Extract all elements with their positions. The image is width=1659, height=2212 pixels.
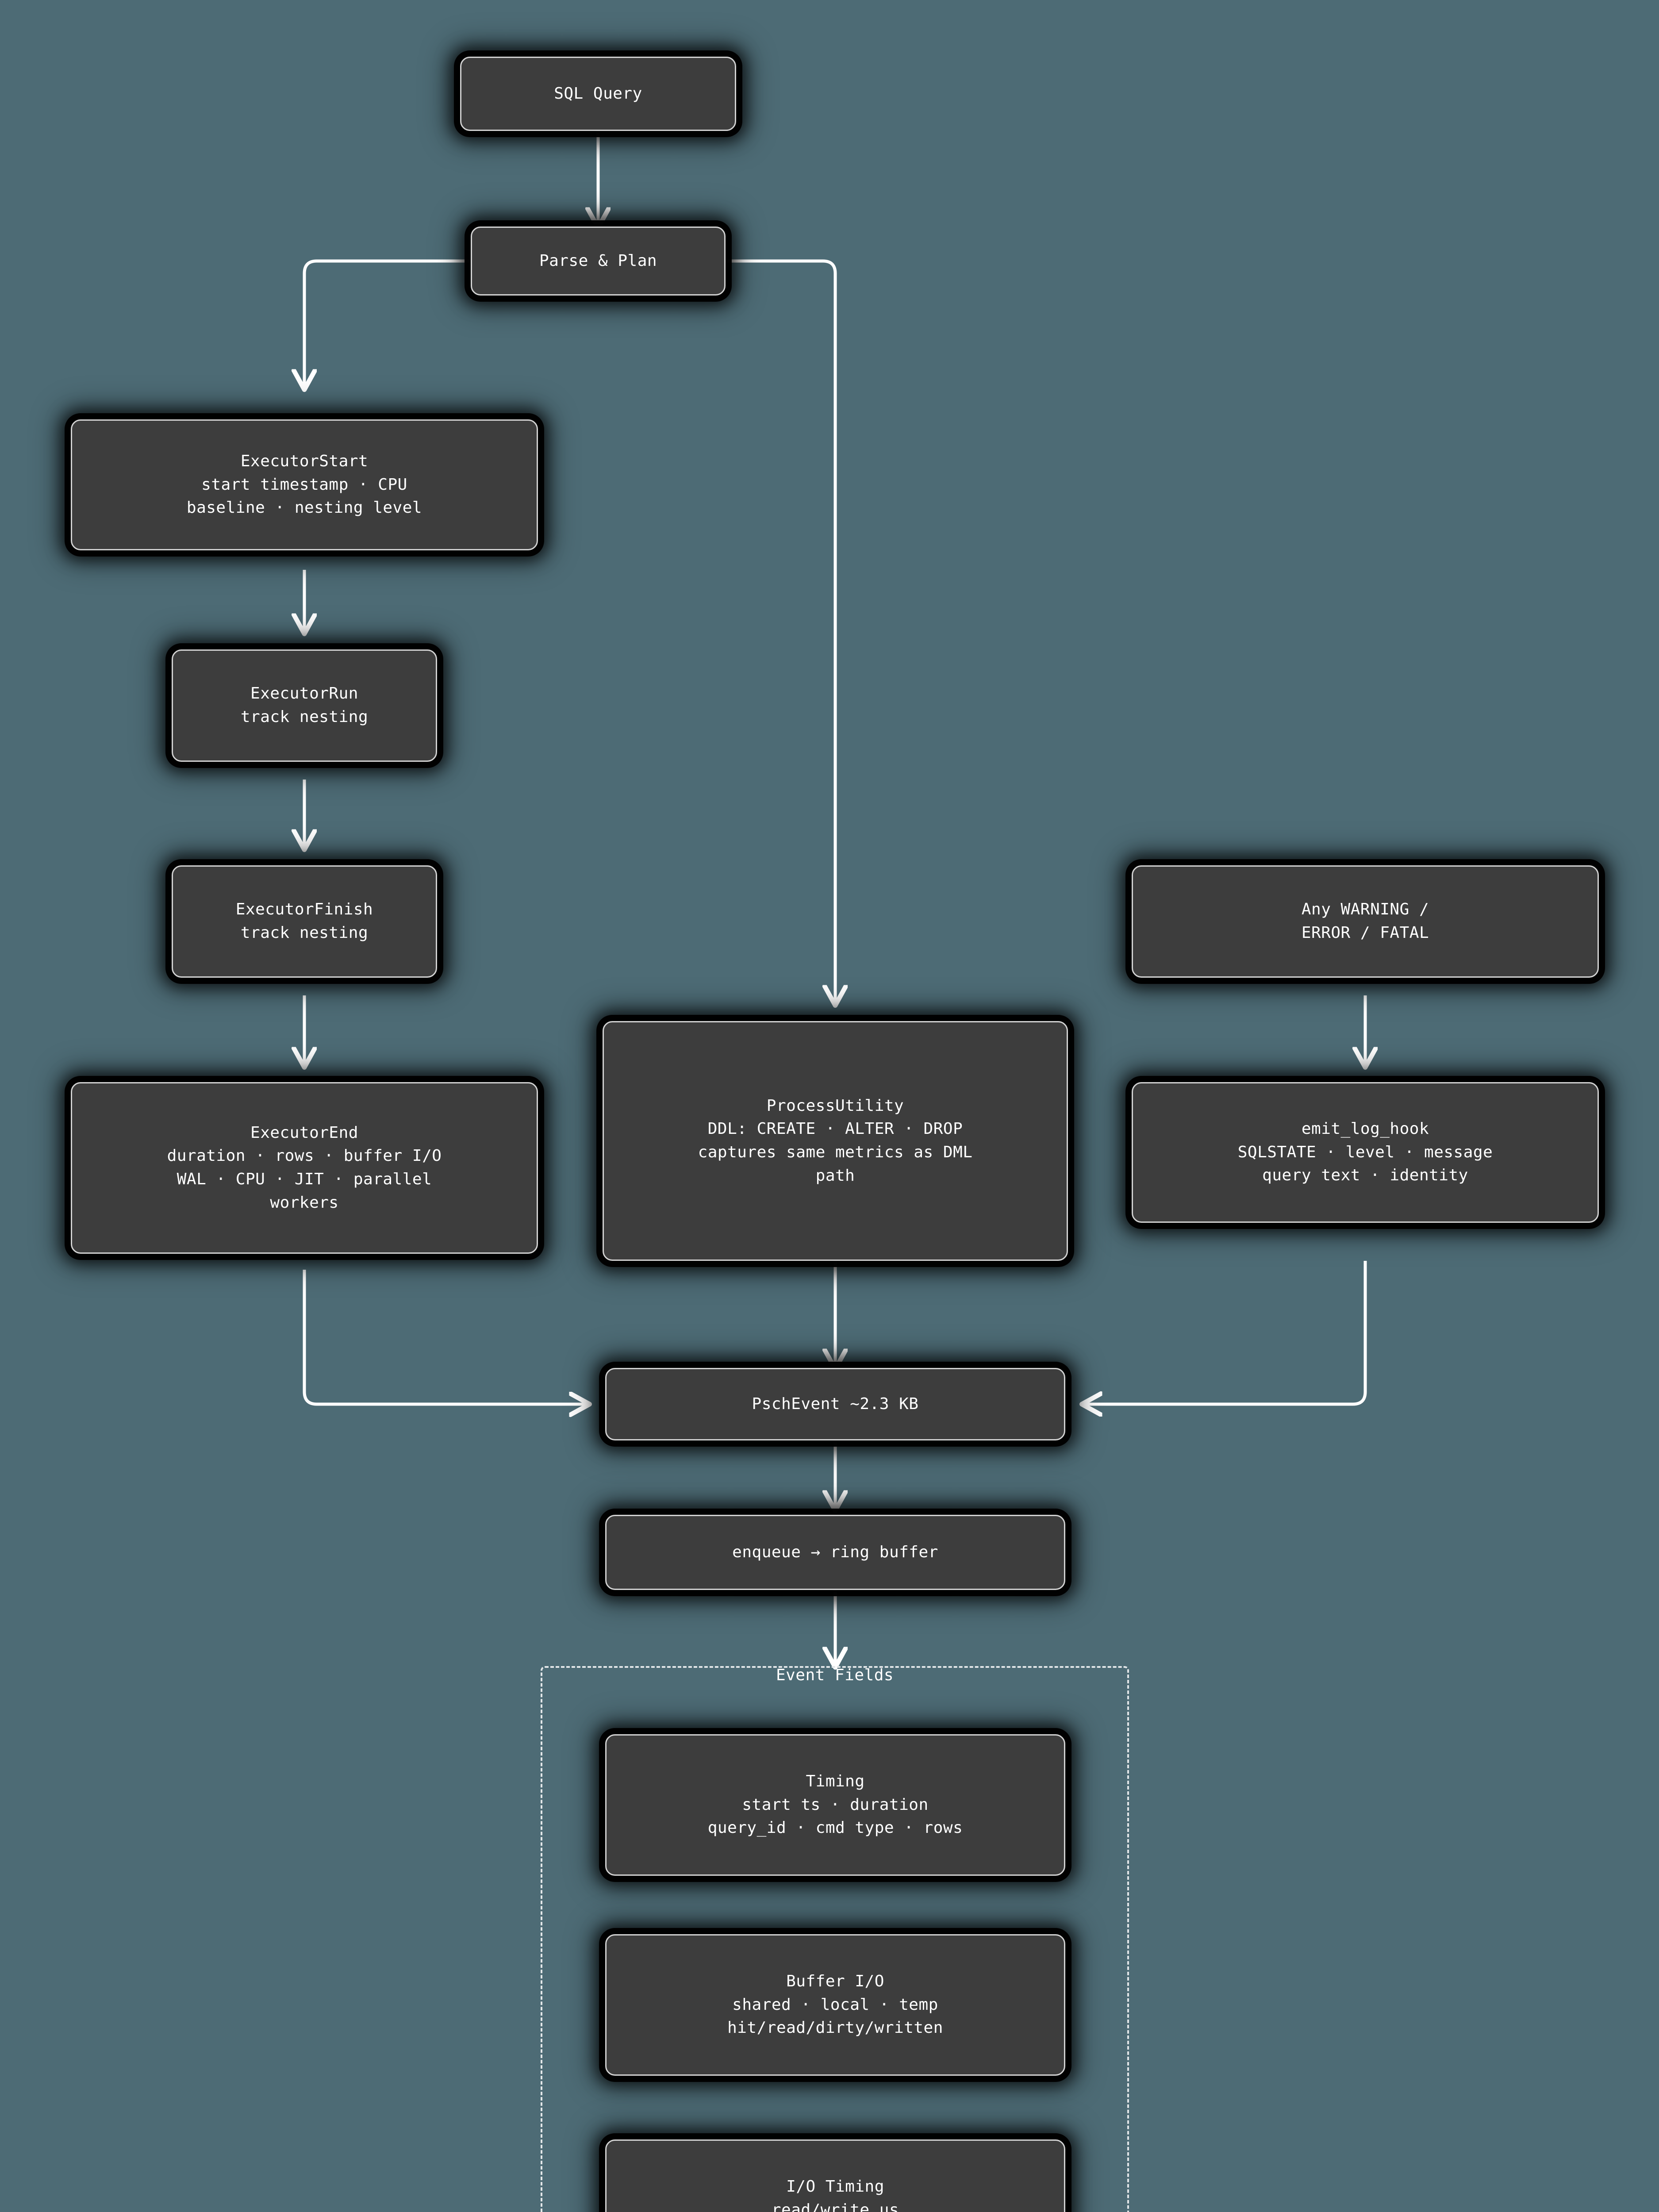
node-executor-end-line-1: duration · rows · buffer I/O (167, 1147, 442, 1165)
node-field-buffer-io-line-2: hit/read/dirty/written (727, 2019, 943, 2037)
node-emit-log-hook-line-1: SQLSTATE · level · message (1237, 1143, 1493, 1161)
node-parse-plan[interactable]: Parse & Plan (471, 227, 726, 296)
node-executor-end-title: ExecutorEnd (250, 1123, 358, 1142)
node-executor-end[interactable]: ExecutorEnd duration · rows · buffer I/O… (71, 1082, 538, 1254)
node-process-utility[interactable]: ProcessUtility DDL: CREATE · ALTER · DRO… (603, 1021, 1068, 1261)
node-enqueue-title: enqueue → ring buffer (732, 1543, 938, 1561)
node-field-timing-line-2: query_id · cmd type · rows (707, 1819, 963, 1837)
node-any-warning-title: Any WARNING / (1301, 900, 1429, 919)
node-executor-end-line-2: WAL · CPU · JIT · parallel (177, 1170, 432, 1188)
node-field-buffer-io-line-1: shared · local · temp (732, 1995, 938, 2014)
node-sql-query-title: SQL Query (554, 84, 642, 103)
node-field-buffer-io-title: Buffer I/O (786, 1972, 884, 1991)
node-executor-finish-title: ExecutorFinish (235, 900, 373, 919)
node-process-utility-line-3: path (815, 1166, 855, 1185)
node-parse-plan-title: Parse & Plan (539, 251, 657, 270)
node-emit-log-hook-line-2: query text · identity (1262, 1166, 1468, 1185)
node-emit-log-hook-title: emit_log_hook (1301, 1120, 1429, 1138)
node-psch-event-title: PschEvent ~2.3 KB (752, 1394, 919, 1413)
node-sql-query[interactable]: SQL Query (460, 57, 736, 131)
node-process-utility-line-1: DDL: CREATE · ALTER · DROP (707, 1120, 963, 1138)
node-field-timing-title: Timing (806, 1772, 865, 1791)
node-executor-run-line-1: track nesting (240, 708, 369, 726)
subgraph-event-fields-label: Event Fields (776, 1666, 894, 1684)
node-any-warning-line-1: ERROR / FATAL (1301, 924, 1429, 942)
node-executor-end-line-3: workers (270, 1193, 339, 1212)
node-emit-log-hook[interactable]: emit_log_hook SQLSTATE · level · message… (1132, 1082, 1599, 1223)
node-executor-run-title: ExecutorRun (250, 684, 358, 703)
node-executor-finish-line-1: track nesting (240, 924, 369, 942)
node-field-timing[interactable]: Timing start ts · duration query_id · cm… (605, 1734, 1065, 1876)
node-field-timing-line-1: start ts · duration (742, 1795, 929, 1814)
node-field-io-timing[interactable]: I/O Timing read/write µs shared · local … (605, 2139, 1065, 2212)
node-field-io-timing-line-1: read/write µs (771, 2200, 899, 2212)
node-executor-start-line-1: start timestamp · CPU (201, 475, 407, 494)
node-executor-start-line-2: baseline · nesting level (186, 499, 422, 517)
node-executor-finish[interactable]: ExecutorFinish track nesting (172, 865, 437, 978)
edge-emitloghook-pschevent (1083, 1261, 1367, 1404)
node-process-utility-title: ProcessUtility (766, 1096, 904, 1115)
node-psch-event[interactable]: PschEvent ~2.3 KB (605, 1368, 1065, 1440)
node-field-buffer-io[interactable]: Buffer I/O shared · local · temp hit/rea… (605, 1934, 1065, 2076)
node-executor-run[interactable]: ExecutorRun track nesting (172, 649, 437, 762)
node-executor-start[interactable]: ExecutorStart start timestamp · CPU base… (71, 419, 538, 550)
node-enqueue-ring-buffer[interactable]: enqueue → ring buffer (605, 1515, 1065, 1590)
node-executor-start-title: ExecutorStart (240, 452, 369, 471)
node-field-io-timing-title: I/O Timing (786, 2177, 884, 2196)
edge-parseplan-executorstart (304, 259, 480, 388)
edge-executorend-pschevent (303, 1270, 588, 1404)
node-process-utility-line-2: captures same metrics as DML (698, 1143, 973, 1161)
node-any-warning-error-fatal[interactable]: Any WARNING / ERROR / FATAL (1132, 865, 1599, 978)
edge-parseplan-processutility (717, 259, 835, 1004)
